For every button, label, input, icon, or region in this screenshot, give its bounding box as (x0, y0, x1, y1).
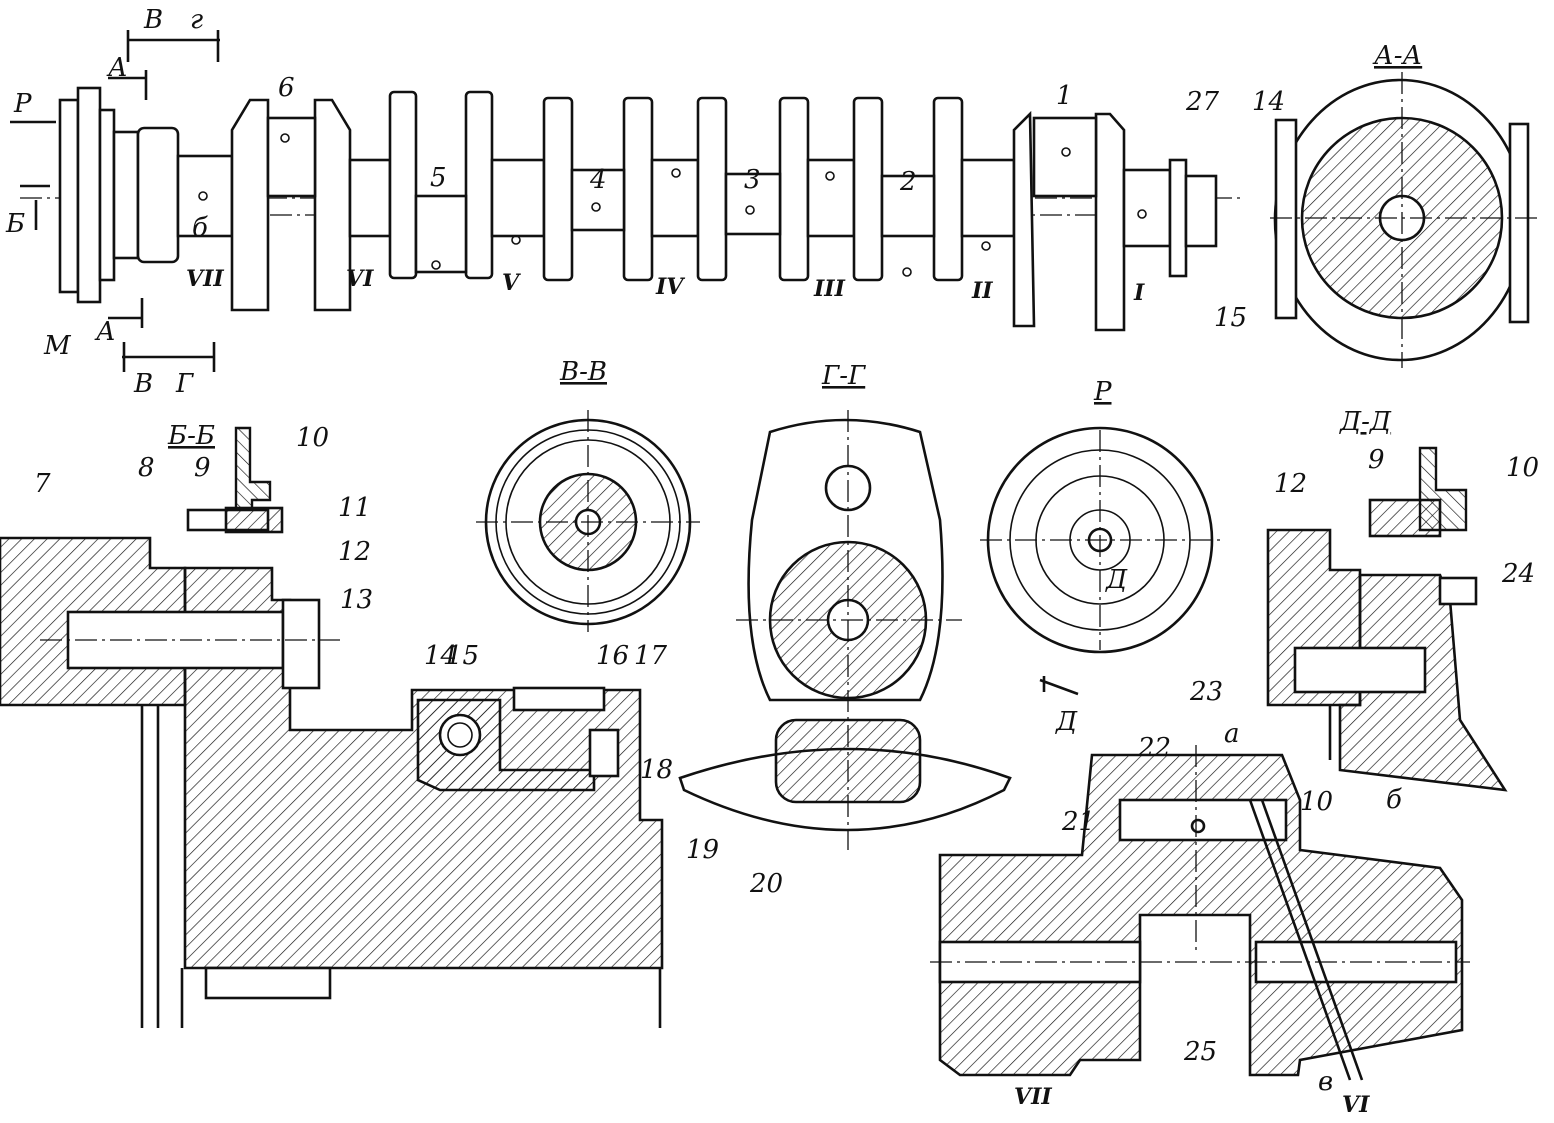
callout-a: а (1224, 719, 1240, 749)
view-mark-a-top: А (106, 53, 128, 83)
support-i: I (1133, 280, 1145, 306)
section-dd-detail (1266, 446, 1508, 792)
callout-14: 14 (424, 641, 457, 671)
view-mark-g-bottom: Г (175, 369, 194, 399)
view-r (980, 426, 1220, 696)
support-iii: III (813, 276, 846, 302)
callout-12: 12 (338, 537, 371, 567)
section-title-aa: А-А (1372, 41, 1422, 71)
callout-24: 24 (1501, 559, 1535, 589)
journal-3: 3 (744, 165, 761, 195)
journal-4: 4 (589, 165, 607, 195)
view-mark-d-inner: Д (1105, 565, 1128, 595)
journal-5: 5 (430, 163, 447, 193)
callout-10-br: 10 (1300, 787, 1333, 817)
section-bb-detail (0, 426, 664, 1028)
view-mark-d: Д (1055, 707, 1078, 737)
callout-14-top: 14 (1252, 87, 1285, 117)
support-ii: II (971, 278, 993, 304)
view-mark-p: Р (13, 89, 32, 119)
section-aa (1270, 72, 1540, 368)
callout-27: 27 (1185, 87, 1220, 117)
support-vii: VII (186, 266, 224, 292)
view-mark-b: Б (5, 209, 25, 239)
view-mark-g-top: г (190, 5, 203, 35)
callout-15-top: 15 (1214, 303, 1247, 333)
callout-25: 25 (1183, 1037, 1217, 1067)
view-mark-v-bottom: В (133, 369, 153, 399)
bottom-numeral-vii: VII (1014, 1084, 1052, 1110)
bottom-right-section (930, 745, 1470, 1081)
bottom-numeral-vi: VI (1342, 1092, 1370, 1118)
callout-10-dd: 10 (1506, 453, 1539, 483)
callout-19: 19 (686, 835, 719, 865)
section-vv (476, 410, 700, 632)
section-gg (678, 410, 1012, 850)
callout-8: 8 (138, 453, 155, 483)
callout-21: 21 (1061, 807, 1095, 837)
view-mark-b-small: б (192, 213, 208, 243)
view-mark-m: М (43, 331, 72, 361)
section-title-bb: Б-Б (167, 421, 215, 451)
view-mark-v-top: В (143, 5, 163, 35)
callout-11: 11 (338, 493, 371, 523)
callout-12-dd: 12 (1274, 469, 1307, 499)
section-title-dd: Д-Д (1339, 407, 1392, 437)
crankshaft-elevation (10, 30, 1240, 372)
journal-2: 2 (899, 167, 917, 197)
callout-v: в (1318, 1067, 1333, 1097)
journal-6: 6 (278, 73, 295, 103)
callout-20: 20 (749, 869, 783, 899)
callout-23: 23 (1189, 677, 1223, 707)
support-v: V (502, 270, 521, 296)
support-iv: IV (655, 274, 685, 300)
callout-17: 17 (634, 641, 668, 671)
callout-18: 18 (640, 755, 673, 785)
support-vi: VI (346, 266, 374, 292)
callout-9: 9 (194, 453, 211, 483)
journal-1: 1 (1056, 81, 1073, 111)
callout-7: 7 (34, 469, 51, 499)
callout-13: 13 (340, 585, 373, 615)
section-title-vv: В-В (559, 357, 607, 387)
callout-10: 10 (296, 423, 329, 453)
callout-22: 22 (1137, 733, 1171, 763)
section-title-gg: Г-Г (821, 361, 866, 391)
callout-15: 15 (446, 641, 479, 671)
view-mark-a-bottom: А (94, 317, 116, 347)
callout-9-dd: 9 (1368, 445, 1385, 475)
callout-b-br: б (1386, 785, 1402, 815)
section-title-r: Р (1093, 377, 1112, 407)
callout-16: 16 (596, 641, 629, 671)
